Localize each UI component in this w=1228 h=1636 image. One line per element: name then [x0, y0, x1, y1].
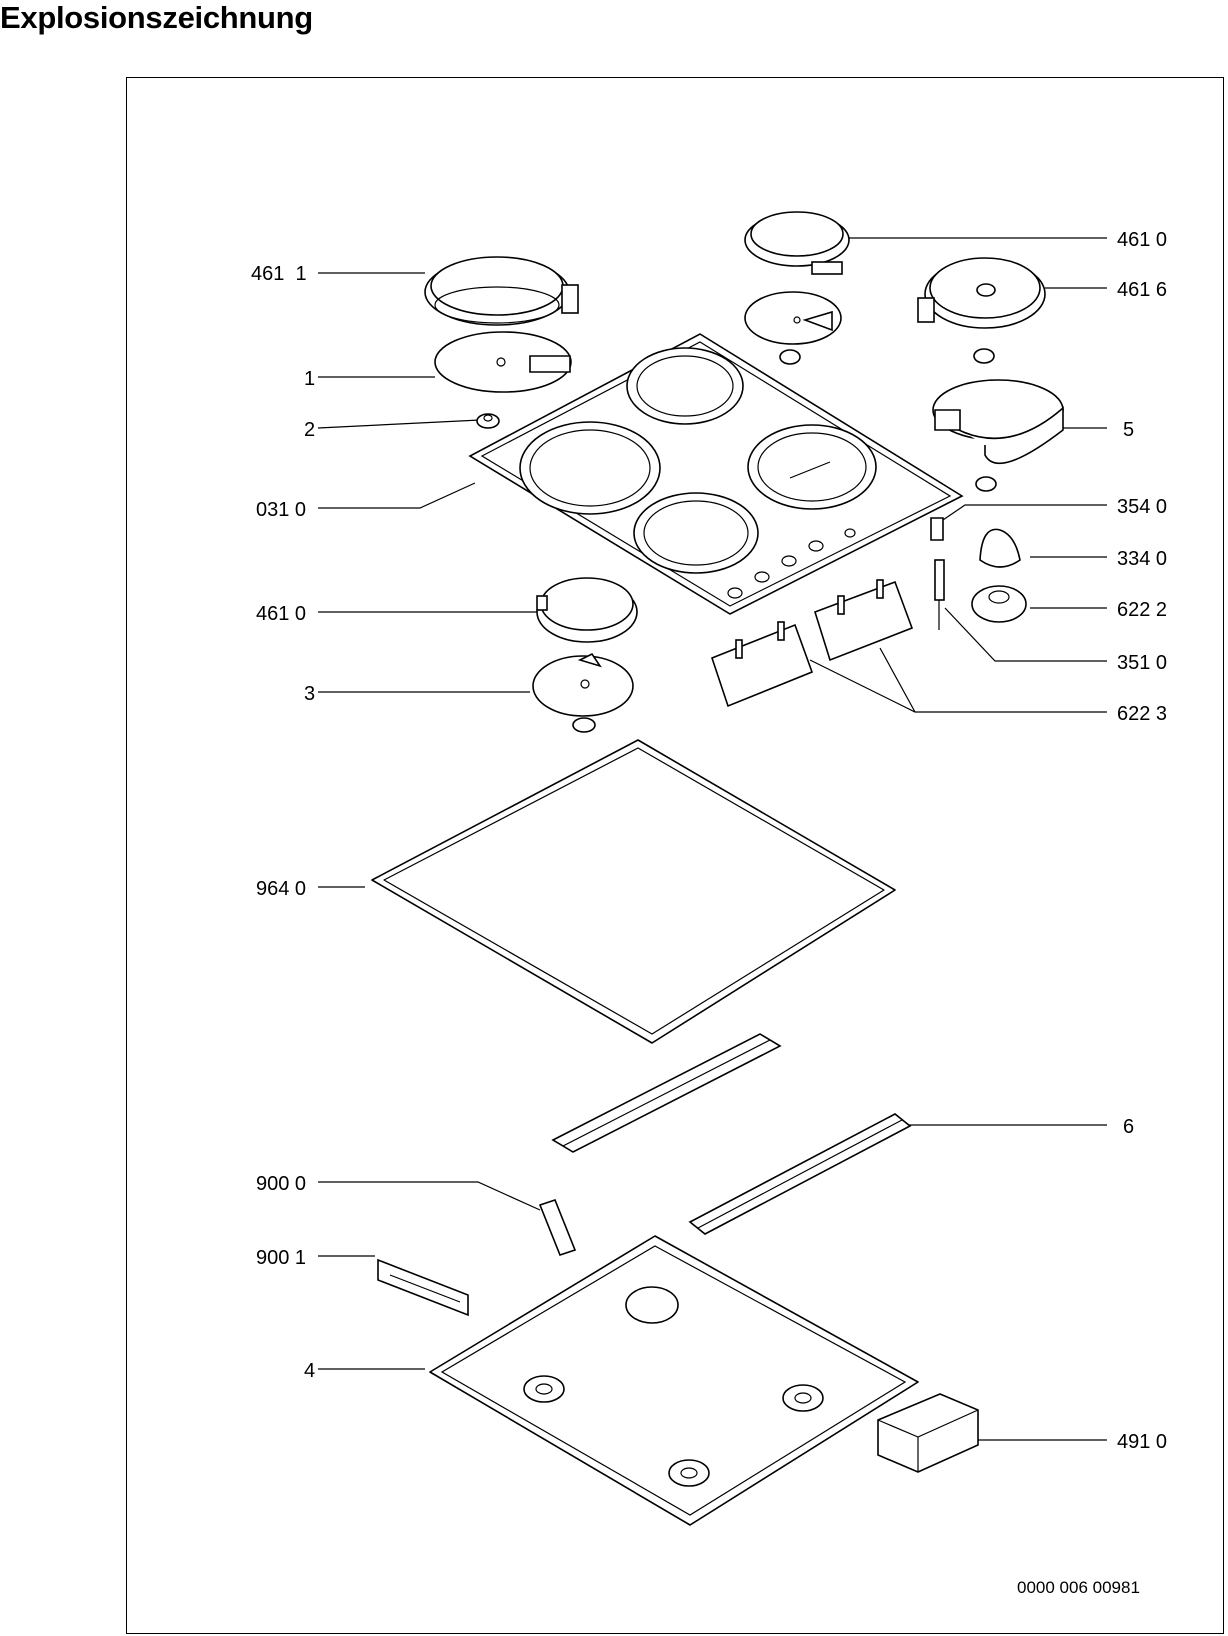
cover-disc-5 [932, 379, 1064, 465]
page-title: Explosionszeichnung [0, 0, 313, 35]
support-rail-6 [688, 1113, 912, 1235]
drawing-frame [126, 77, 1224, 1634]
document-number: 0000 006 00981 [1017, 1578, 1140, 1597]
hotplate-461-0-mid [536, 577, 638, 643]
knob-ring-622-2 [971, 585, 1027, 623]
cover-disc-1 [434, 331, 572, 393]
callout-labels: 461 1 461 0 461 6 1 2 5 031 0 354 0 334 … [251, 229, 1167, 1597]
hotplate-461-1 [424, 256, 579, 326]
callout-351-0: 351 0 [1117, 652, 1167, 674]
hotplate-461-6 [917, 257, 1046, 329]
hob-glass-top-031-0 [468, 333, 964, 615]
callout-964-0: 964 0 [256, 878, 306, 900]
nut-2 [476, 413, 500, 429]
callout-461-6: 461 6 [1117, 279, 1167, 301]
callout-622-2: 622 2 [1117, 599, 1167, 621]
callout-2: 2 [304, 419, 315, 441]
energy-regulators-622-3 [711, 579, 914, 708]
callout-334-0: 334 0 [1117, 548, 1167, 570]
callout-461-0-top: 461 0 [1117, 229, 1167, 251]
nut-top [779, 349, 801, 365]
callout-6: 6 [1123, 1116, 1134, 1138]
leader-lines [317, 237, 1107, 1441]
callout-3: 3 [304, 683, 315, 705]
callout-622-3: 622 3 [1117, 703, 1167, 725]
shaft-351-0 [934, 559, 945, 630]
hotplate-461-0-top [744, 211, 850, 275]
bracket-900-0 [538, 1199, 577, 1256]
cover-disc-3 [532, 652, 634, 717]
callout-491-0: 491 0 [1117, 1431, 1167, 1453]
gasket-964-0 [371, 739, 896, 1044]
callout-900-0: 900 0 [256, 1173, 306, 1195]
callout-461-0-mid: 461 0 [256, 603, 306, 625]
callout-5: 5 [1123, 419, 1134, 441]
bottom-housing-4 [429, 1235, 919, 1526]
callout-900-1: 900 1 [256, 1247, 306, 1269]
callout-4: 4 [304, 1360, 315, 1382]
callout-354-0: 354 0 [1117, 496, 1167, 518]
cover-disc-top [744, 291, 842, 345]
callout-031-0: 031 0 [256, 499, 306, 521]
callout-461-1: 461 1 [251, 263, 307, 285]
callout-1: 1 [304, 368, 315, 390]
support-rail-upper [551, 1033, 782, 1153]
terminal-block-491-0 [877, 1393, 979, 1473]
spindle-354-0 [930, 517, 944, 541]
nut-right-lower [975, 476, 997, 492]
clamp-900-1 [377, 1258, 469, 1317]
nut-right-upper [973, 348, 995, 364]
control-knob-334-0 [979, 528, 1021, 568]
nut-3 [572, 717, 596, 733]
